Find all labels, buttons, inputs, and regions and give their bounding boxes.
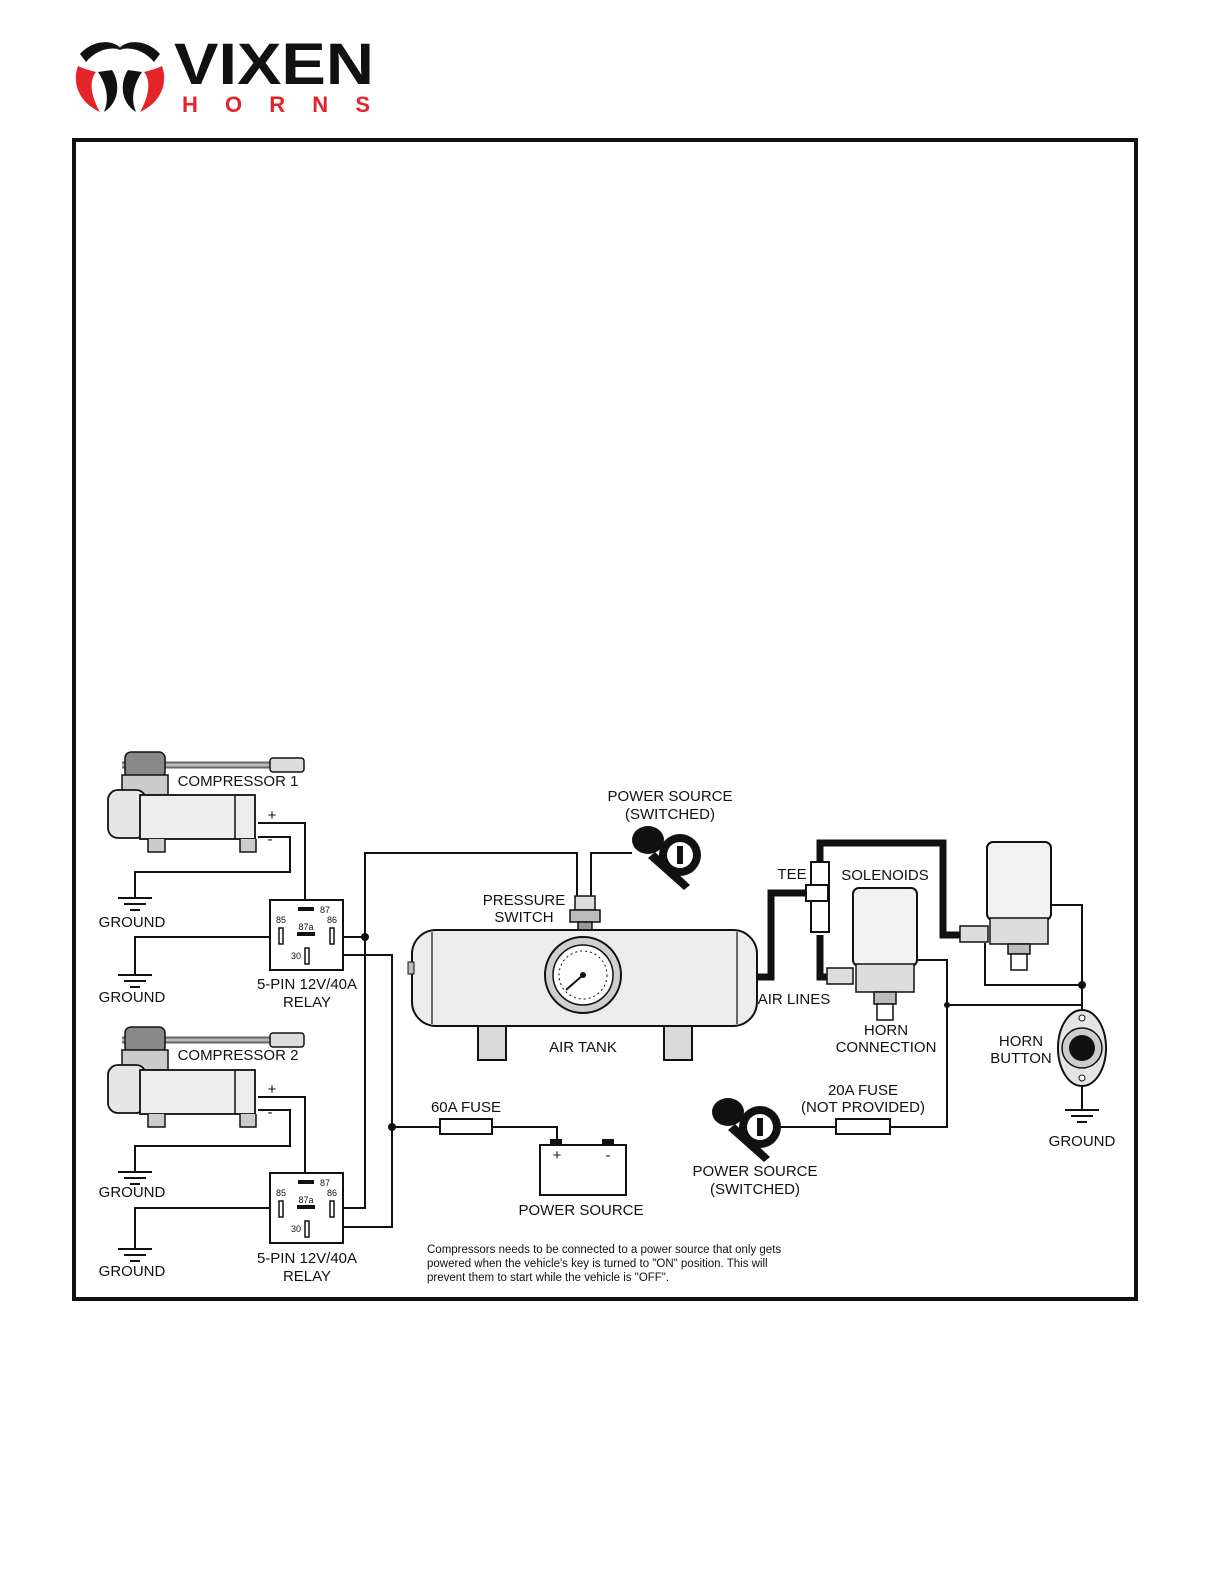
compressor-icon bbox=[107, 1026, 305, 1128]
horn-button-icon bbox=[1057, 1009, 1107, 1087]
ground-label: GROUND bbox=[99, 1184, 166, 1201]
fuse-icon bbox=[439, 1118, 493, 1135]
note-line-2: powered when the vehicle's key is turned… bbox=[427, 1258, 768, 1270]
power-source-switched-label-line1: POWER SOURCE bbox=[692, 1163, 817, 1180]
solenoid-icon bbox=[959, 841, 1052, 971]
key-icon bbox=[632, 826, 701, 890]
fuse-20a-label-line2: (NOT PROVIDED) bbox=[801, 1099, 925, 1116]
wires bbox=[134, 822, 1083, 1249]
wire bbox=[134, 1109, 291, 1172]
wire bbox=[134, 1207, 280, 1249]
compressor-2-label: COMPRESSOR 2 bbox=[178, 1047, 299, 1064]
vixen-horns-logo: VIXEN HORNS bbox=[75, 32, 374, 117]
power-source-switched-label-line1: POWER SOURCE bbox=[607, 788, 732, 805]
minus-sign: - bbox=[268, 1104, 273, 1121]
ground-icon bbox=[118, 974, 152, 988]
horn-connection-label-line2: CONNECTION bbox=[836, 1039, 937, 1056]
wire bbox=[917, 959, 948, 1005]
relay-pin-30: 30 bbox=[291, 1224, 301, 1234]
wire bbox=[984, 943, 1082, 986]
relay-pin-87a: 87a bbox=[298, 1195, 313, 1205]
wire bbox=[307, 954, 393, 1228]
pressure-switch-label-line2: SWITCH bbox=[494, 909, 553, 926]
compressor-1-label: COMPRESSOR 1 bbox=[178, 773, 299, 790]
relay-icon bbox=[269, 1172, 344, 1244]
solenoids-label: SOLENOIDS bbox=[841, 867, 929, 884]
solenoid-icon bbox=[826, 887, 918, 1021]
horn-button-label-line2: BUTTON bbox=[990, 1050, 1051, 1067]
horn-button-label-line1: HORN bbox=[999, 1033, 1043, 1050]
relay-pin-86: 86 bbox=[327, 1188, 337, 1198]
fuse-icon bbox=[835, 1118, 891, 1135]
wire bbox=[590, 852, 632, 898]
wire bbox=[1052, 904, 1083, 985]
relay-pin-87: 87 bbox=[320, 1178, 330, 1188]
relay-pin-87: 87 bbox=[320, 905, 330, 915]
relay-label-line1: 5-PIN 12V/40A bbox=[257, 976, 357, 993]
plus-sign: + bbox=[268, 1081, 277, 1098]
plus-sign: + bbox=[268, 807, 277, 824]
junction-dot bbox=[361, 933, 369, 941]
relay-pin-85: 85 bbox=[276, 1188, 286, 1198]
relay-label-line1: 5-PIN 12V/40A bbox=[257, 1250, 357, 1267]
ground-label: GROUND bbox=[99, 1263, 166, 1280]
key-icon bbox=[712, 1098, 781, 1162]
fuse-20a-label-line1: 20A FUSE bbox=[828, 1082, 898, 1099]
relay-pin-87a: 87a bbox=[298, 922, 313, 932]
air-lines-label: AIR LINES bbox=[758, 991, 831, 1008]
relay-pin-85: 85 bbox=[276, 915, 286, 925]
ground-label: GROUND bbox=[99, 989, 166, 1006]
wire bbox=[890, 1004, 1082, 1128]
ground-icon bbox=[118, 1171, 152, 1185]
battery-minus: - bbox=[606, 1147, 611, 1164]
pressure-gauge-icon bbox=[544, 936, 622, 1014]
power-source-switched-label-line2: (SWITCHED) bbox=[625, 806, 715, 823]
compressor-icon bbox=[107, 751, 305, 853]
battery-icon bbox=[539, 1139, 627, 1196]
note-line-1: Compressors needs to be connected to a p… bbox=[427, 1244, 781, 1256]
air-tank-label: AIR TANK bbox=[549, 1039, 617, 1056]
wire bbox=[258, 1096, 306, 1180]
power-source-label: POWER SOURCE bbox=[518, 1202, 643, 1219]
tee-fitting-icon bbox=[805, 861, 830, 933]
wire bbox=[134, 836, 291, 898]
battery-plus: + bbox=[553, 1147, 562, 1164]
wire bbox=[492, 1126, 558, 1142]
fuse-60a-label: 60A FUSE bbox=[431, 1099, 501, 1116]
relay-label-line2: RELAY bbox=[283, 1268, 331, 1285]
pressure-switch-icon bbox=[569, 895, 601, 933]
minus-sign: - bbox=[268, 831, 273, 848]
ground-icon bbox=[1065, 1109, 1099, 1123]
brand-name: VIXEN bbox=[174, 32, 374, 97]
power-source-switched-label-line2: (SWITCHED) bbox=[710, 1181, 800, 1198]
junction-dot bbox=[1078, 981, 1086, 989]
ground-icon bbox=[118, 897, 152, 911]
junction-dot bbox=[388, 1123, 396, 1131]
air-line bbox=[757, 889, 808, 981]
tee-label: TEE bbox=[777, 866, 806, 883]
relay-label-line2: RELAY bbox=[283, 994, 331, 1011]
air-line bbox=[816, 839, 962, 939]
ground-icon bbox=[118, 1248, 152, 1262]
wire bbox=[134, 936, 280, 975]
note-line-3: prevent them to start while the vehicle … bbox=[427, 1272, 669, 1284]
relay-icon bbox=[269, 899, 344, 971]
wire bbox=[258, 822, 306, 905]
wire bbox=[364, 852, 578, 937]
horns-emblem-icon bbox=[75, 42, 165, 112]
junction-dot bbox=[944, 1002, 950, 1008]
horn-connection-label-line1: HORN bbox=[864, 1022, 908, 1039]
diagram-frame bbox=[72, 138, 1138, 1301]
ground-label: GROUND bbox=[1049, 1133, 1116, 1150]
relay-pin-30: 30 bbox=[291, 951, 301, 961]
pressure-switch-label-line1: PRESSURE bbox=[483, 892, 566, 909]
relay-pin-86: 86 bbox=[327, 915, 337, 925]
ground-label: GROUND bbox=[99, 914, 166, 931]
